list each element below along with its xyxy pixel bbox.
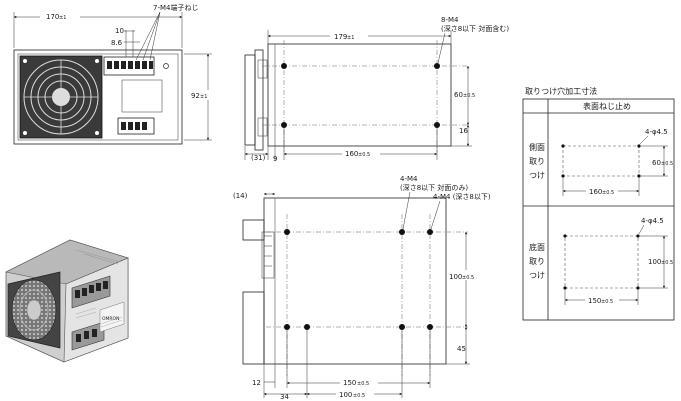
side-length-dim: 179 — [334, 33, 347, 41]
bottom-dim-45: 45 — [457, 345, 466, 353]
bottom-dim-150: 150 — [343, 379, 356, 387]
front-view: 170 ±1 92 ±1 7-M4端子ねじ 10 8.6 — [13, 3, 212, 145]
bottom-dim-34: 34 — [280, 393, 289, 401]
pitch-10: 10 — [115, 27, 124, 35]
bottom-dim-100-h: 100 — [339, 391, 352, 399]
bottom-note-a-2: (深さ8以下 対面のみ) — [400, 183, 468, 192]
side-view: 179 ±1 8-M4 (深さ8以下 対面含む) 60 ±0.5 16 (31)… — [244, 16, 509, 163]
terminal-screw-note: 7-M4端子ねじ — [153, 3, 198, 12]
photo-terminals — [71, 275, 111, 351]
bottom-tol-100-v: ±0.5 — [462, 275, 474, 281]
side-dim-9: 9 — [273, 155, 277, 163]
side-mount-dim-60: 60 — [652, 159, 661, 167]
side-dim-16: 16 — [459, 127, 468, 135]
side-mount-dim-160: 160 — [589, 188, 602, 196]
bottom-mount-dim-150: 150 — [588, 297, 601, 305]
bottom-mount-tol-100: ±0.5 — [661, 260, 673, 266]
mounting-hole-table: 取りつけ穴加工寸法 表面ねじ止め 側面 取り つけ 底面 取り つけ 4-φ4.… — [522, 86, 675, 321]
table-title: 取りつけ穴加工寸法 — [525, 86, 597, 96]
side-mount-diagram: 4-φ4.5 60 ±0.5 160 ±0.5 — [561, 128, 673, 196]
side-label-3: つけ — [529, 171, 545, 180]
side-dim-160: 160 — [345, 150, 358, 158]
side-screw-note-1: 8-M4 — [441, 16, 459, 24]
bottom-label-1: 底面 — [529, 242, 545, 252]
bottom-note-a-1: 4-M4 — [400, 175, 418, 183]
side-dim-31: (31) — [251, 154, 266, 162]
side-housing-outline — [267, 43, 452, 147]
fan-grille — [19, 55, 103, 139]
front-width-tol: ±1 — [59, 15, 66, 21]
side-label-2: 取り — [529, 157, 545, 166]
table-header: 表面ねじ止め — [583, 101, 631, 111]
pitch-8-6: 8.6 — [111, 39, 123, 47]
side-hole-note: 4-φ4.5 — [645, 128, 668, 136]
side-length-tol: ±1 — [347, 35, 354, 41]
bottom-tol-100-h: ±0.5 — [353, 393, 365, 399]
bottom-dim-14: (14) — [233, 192, 248, 200]
terminal-block-top — [103, 56, 155, 76]
side-mount-tol-160: ±0.5 — [602, 190, 614, 196]
bottom-label-2: 取り — [529, 257, 545, 266]
side-dim-60: 60 — [454, 91, 463, 99]
side-label-1: 側面 — [529, 142, 545, 152]
bottom-label-3: つけ — [529, 271, 545, 280]
front-height-dim: 92 — [191, 92, 200, 100]
label-area — [121, 79, 163, 113]
side-tol-60: ±0.5 — [463, 93, 475, 99]
bottom-mount-tol-150: ±0.5 — [601, 299, 613, 305]
photo-brand-label: OMRON — [102, 316, 119, 322]
product-photo: OMRON — [5, 239, 129, 363]
terminal-block-bottom — [117, 117, 155, 135]
bottom-view: (14) 4-M4 (深さ8以下 対面のみ) 4-M4 (深さ8以下) 100 … — [233, 175, 491, 401]
bottom-mount-diagram: 4-φ4.5 100 ±0.5 150 ±0.5 — [563, 217, 673, 305]
side-tol-160: ±0.5 — [358, 152, 370, 158]
front-housing-outline — [13, 49, 183, 145]
side-screw-note-2: (深さ8以下 対面含む) — [441, 24, 509, 33]
bottom-hole-note: 4-φ4.5 — [641, 217, 664, 225]
bottom-dim-12: 12 — [252, 379, 261, 387]
side-mount-tol-60: ±0.5 — [661, 161, 673, 167]
front-height-tol: ±1 — [200, 94, 207, 100]
bottom-tol-150: ±0.5 — [357, 381, 369, 387]
bottom-dim-100-v: 100 — [449, 273, 462, 281]
front-width-dim: 170 — [46, 13, 59, 21]
bottom-housing-outline — [263, 197, 447, 365]
bottom-note-b: 4-M4 (深さ8以下) — [433, 192, 491, 201]
photo-fan — [7, 271, 61, 349]
bottom-mount-dim-100: 100 — [648, 258, 661, 266]
